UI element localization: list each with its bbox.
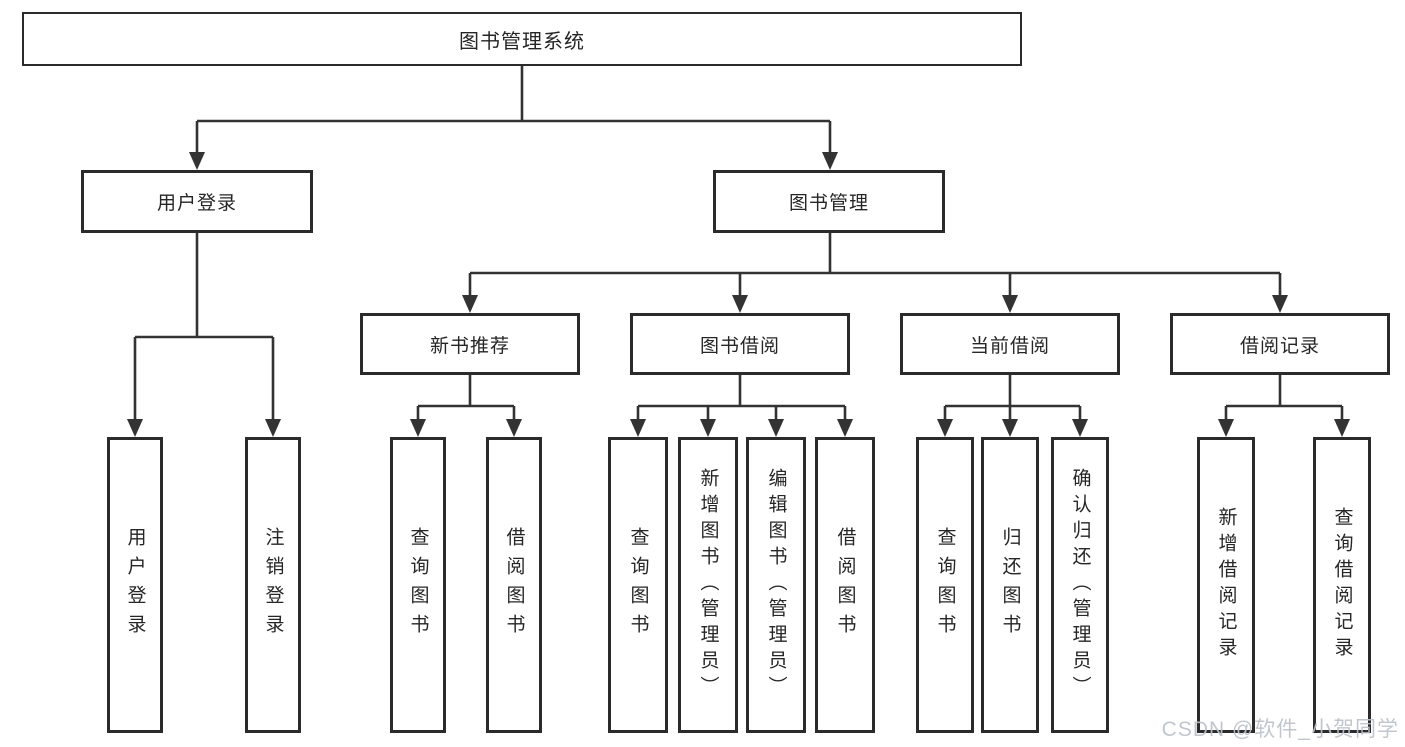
csdn-watermark: CSDN @软件_小贺同学 bbox=[1161, 718, 1399, 741]
node-add-borrow-record: 新增借阅记录 bbox=[1197, 437, 1255, 733]
node-label: 注销登录 bbox=[262, 527, 284, 643]
node-logout: 注销登录 bbox=[245, 437, 301, 733]
node-label: 新增图书（管理员） bbox=[697, 468, 719, 702]
node-return-books: 归还图书 bbox=[981, 437, 1039, 733]
node-user-login-group: 用户登录 bbox=[81, 170, 313, 233]
node-label: 借阅图书 bbox=[834, 527, 856, 643]
node-label: 查询图书 bbox=[407, 527, 429, 643]
node-label: 查询图书 bbox=[934, 527, 956, 643]
node-query-books-current: 查询图书 bbox=[916, 437, 974, 733]
node-label: 确认归还（管理员） bbox=[1069, 468, 1091, 702]
node-user-login: 用户登录 bbox=[107, 437, 163, 733]
node-library-management-system: 图书管理系统 bbox=[22, 12, 1022, 66]
node-borrow-books: 借阅图书 bbox=[815, 437, 875, 733]
node-book-borrowing: 图书借阅 bbox=[630, 313, 850, 375]
node-label: 编辑图书（管理员） bbox=[765, 468, 787, 702]
node-edit-books-admin: 编辑图书（管理员） bbox=[746, 437, 806, 733]
node-label: 新增借阅记录 bbox=[1215, 507, 1237, 663]
node-label: 用户登录 bbox=[124, 527, 146, 643]
node-label: 归还图书 bbox=[999, 527, 1021, 643]
node-query-books-borrowing: 查询图书 bbox=[608, 437, 668, 733]
node-book-management: 图书管理 bbox=[713, 170, 945, 233]
node-label: 借阅图书 bbox=[503, 527, 525, 643]
node-query-borrow-record: 查询借阅记录 bbox=[1313, 437, 1371, 733]
node-borrowing-records: 借阅记录 bbox=[1170, 313, 1390, 375]
node-label: 查询借阅记录 bbox=[1331, 507, 1353, 663]
node-query-books-recommend: 查询图书 bbox=[390, 437, 446, 733]
node-add-books-admin: 新增图书（管理员） bbox=[678, 437, 738, 733]
node-label: 查询图书 bbox=[627, 527, 649, 643]
node-current-borrowing: 当前借阅 bbox=[900, 313, 1120, 375]
node-confirm-return-admin: 确认归还（管理员） bbox=[1051, 437, 1109, 733]
node-new-book-recommend: 新书推荐 bbox=[360, 313, 580, 375]
node-borrow-books-recommend: 借阅图书 bbox=[486, 437, 542, 733]
